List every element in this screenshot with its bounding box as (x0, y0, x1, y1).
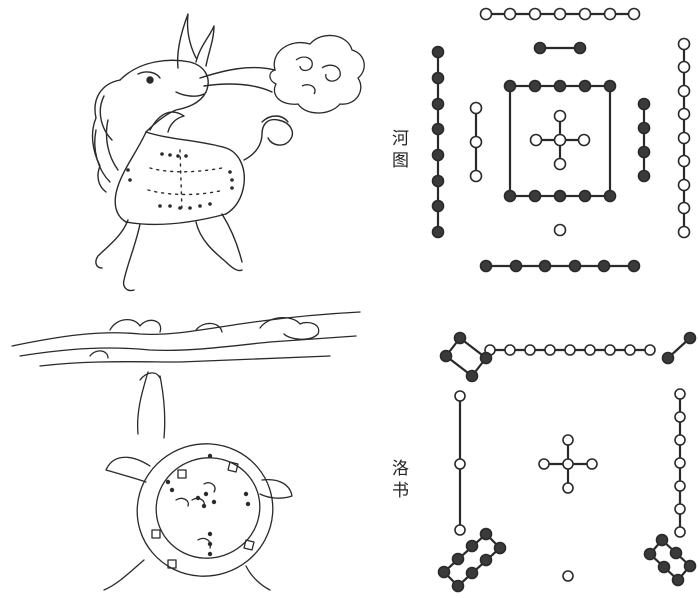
dragon-horse-dot-pattern (126, 152, 234, 210)
cloud-icon (270, 35, 364, 113)
luoshu-label-char-2: 书 (392, 480, 409, 502)
luoshu-label-char-1: 洛 (392, 458, 409, 480)
hetu-label-char-2: 图 (392, 150, 409, 172)
turtle-illustration (12, 312, 360, 594)
hetu-label-char-1: 河 (392, 128, 409, 150)
hetu-label: 河 图 (392, 128, 409, 172)
luoshu-label: 洛 书 (392, 458, 409, 502)
luoshu-dots (439, 333, 696, 592)
dragon-horse-illustration (93, 14, 293, 291)
